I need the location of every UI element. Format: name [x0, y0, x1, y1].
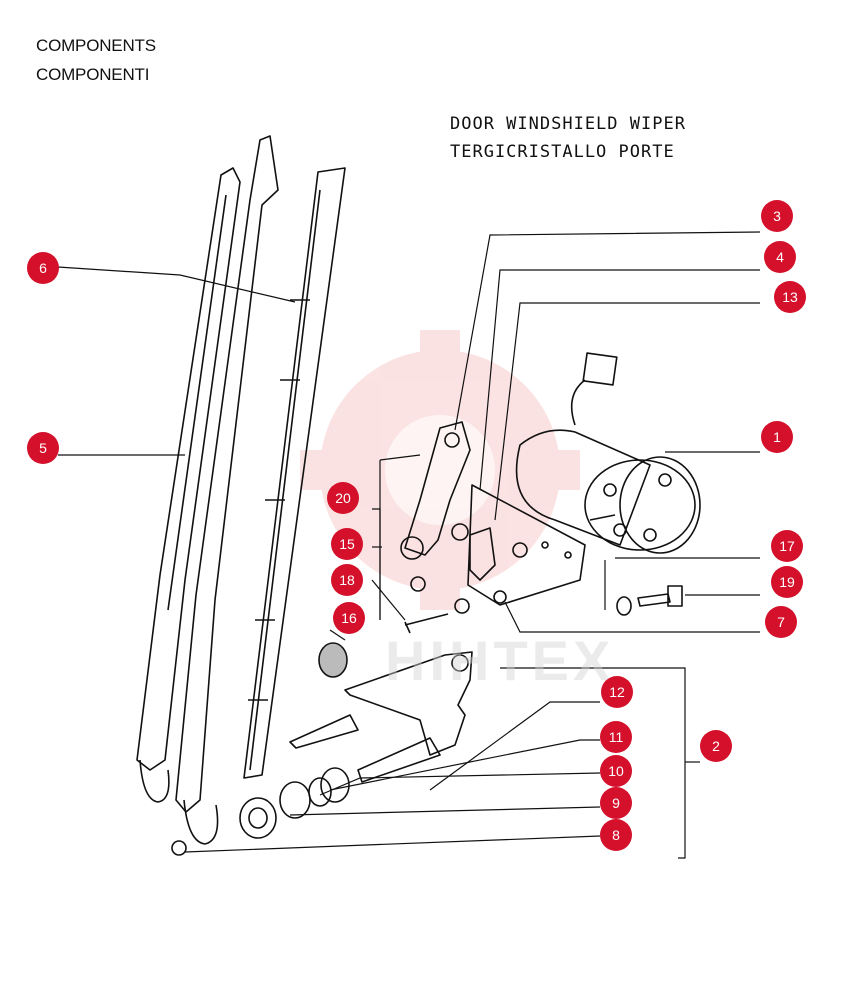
callout-17: 17: [771, 530, 803, 562]
callout-1: 1: [761, 421, 793, 453]
callout-8: 8: [600, 819, 632, 851]
callout-20: 20: [327, 482, 359, 514]
diagram-title-2: TERGICRISTALLO PORTE: [450, 142, 675, 162]
watermark-text: HIHTEX: [385, 629, 615, 692]
callout-11: 11: [600, 721, 632, 753]
callout-10: 10: [600, 755, 632, 787]
callout-12: 12: [601, 676, 633, 708]
wiper-arm: [136, 167, 241, 803]
callout-4: 4: [764, 241, 796, 273]
header-line-1: COMPONENTS: [36, 36, 156, 55]
callout-18: 18: [331, 564, 363, 596]
callout-2: 2: [700, 730, 732, 762]
callout-15: 15: [331, 528, 363, 560]
wiper-arm-2: [175, 135, 279, 845]
wiper-blade: [243, 167, 346, 779]
bolt: [616, 585, 683, 616]
callout-3: 3: [761, 200, 793, 232]
diagram-title-1: DOOR WINDSHIELD WIPER: [450, 114, 686, 134]
callout-13: 13: [774, 281, 806, 313]
crank-lever: [344, 651, 473, 756]
callout-7: 7: [765, 606, 797, 638]
link-plate: [400, 421, 471, 560]
mounting-bracket: [451, 484, 586, 606]
wiper-motor: [515, 352, 701, 554]
callout-6: 6: [27, 252, 59, 284]
callout-9: 9: [600, 787, 632, 819]
callout-19: 19: [771, 566, 803, 598]
header-line-2: COMPONENTI: [36, 65, 150, 84]
callout-16: 16: [333, 602, 365, 634]
callout-5: 5: [27, 432, 59, 464]
